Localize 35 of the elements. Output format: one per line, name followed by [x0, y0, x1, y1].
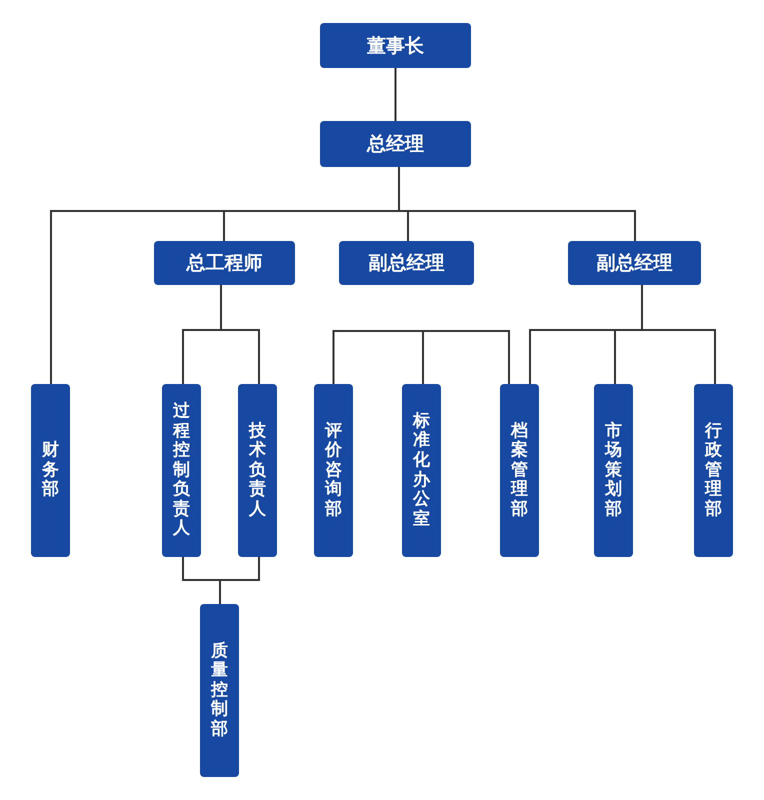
connector-line	[398, 167, 636, 241]
box-label: 副总经理	[596, 251, 672, 276]
connector-line	[641, 285, 716, 384]
connector-line	[219, 557, 260, 604]
position-box	[320, 23, 471, 68]
position-box	[320, 121, 471, 167]
position-box	[568, 241, 701, 285]
position-box	[154, 241, 295, 285]
box-label: 技术负责人	[249, 422, 266, 520]
connector-line	[394, 68, 396, 121]
box-label: 财务部	[42, 441, 59, 500]
box-label: 标准化办公室	[413, 412, 430, 530]
box-label: 董事长	[367, 34, 424, 58]
department-box	[200, 604, 239, 777]
box-label: 总经理	[367, 132, 424, 157]
position-box	[339, 241, 474, 285]
department-box	[162, 384, 201, 557]
department-box	[31, 384, 70, 557]
box-label: 行政管理部	[705, 422, 722, 520]
department-box	[694, 384, 733, 557]
department-box	[402, 384, 441, 557]
box-label: 档案管理部	[511, 422, 528, 520]
department-box	[314, 384, 353, 557]
box-label: 评价咨询部	[325, 422, 342, 520]
box-label: 市场策划部	[605, 422, 622, 520]
connector-line	[332, 330, 424, 384]
box-label: 总工程师	[186, 251, 262, 276]
connector-line	[220, 285, 260, 384]
connector-line	[422, 330, 510, 384]
box-label: 质量控制部	[211, 642, 228, 740]
department-box	[594, 384, 633, 557]
department-box	[500, 384, 539, 557]
department-box	[238, 384, 277, 557]
box-label: 过程控制负责人	[173, 402, 190, 539]
box-label: 副总经理	[368, 251, 444, 276]
